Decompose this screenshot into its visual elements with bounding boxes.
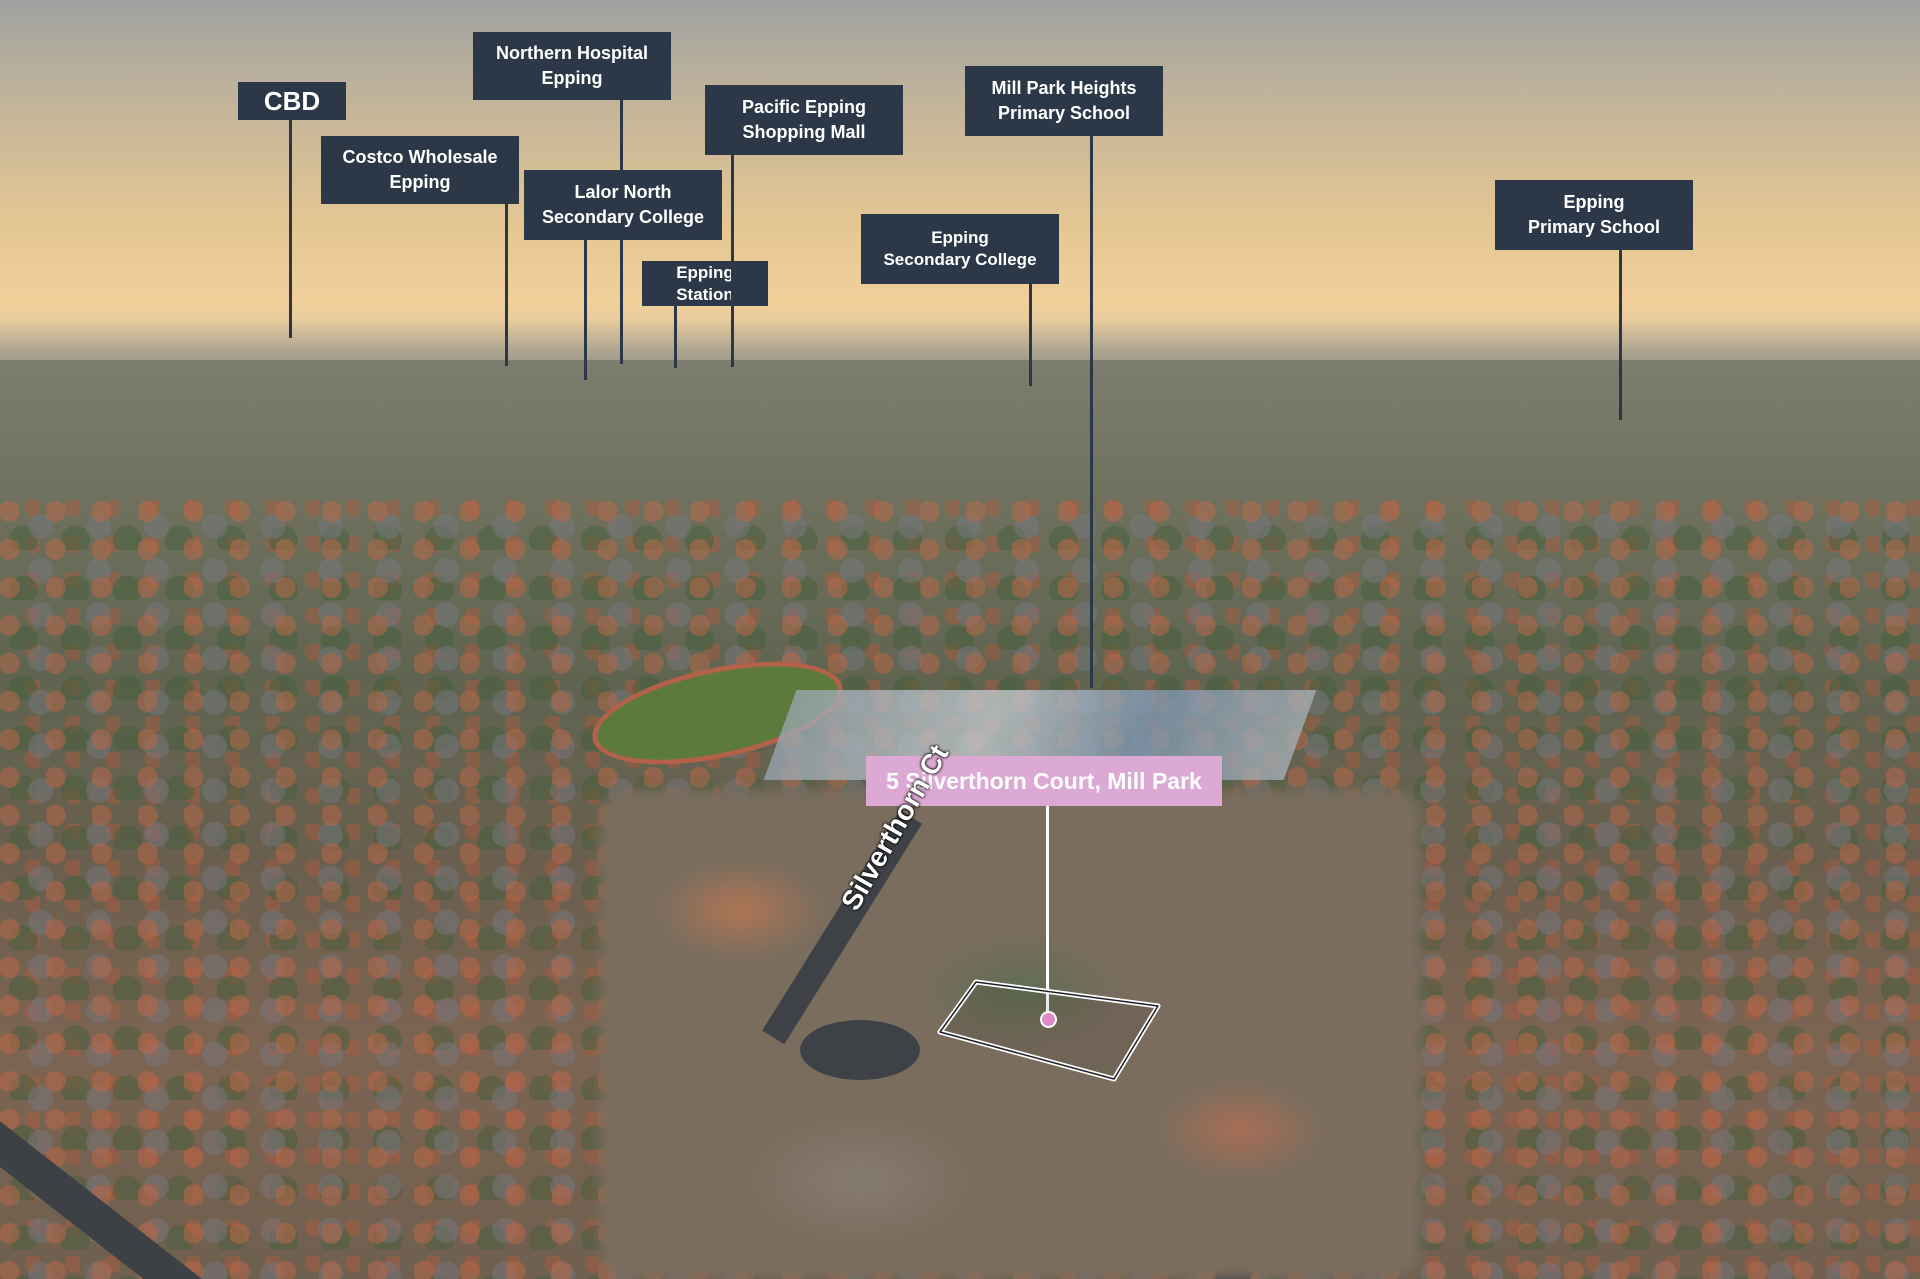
pin-lalor-north [584, 240, 587, 380]
label-lalor-north: Lalor North Secondary College [524, 170, 722, 240]
pin-epping-secondary [1029, 284, 1032, 386]
label-mill-park-heights: Mill Park Heights Primary School [965, 66, 1163, 136]
property-pin [1046, 806, 1049, 1016]
property-address-label: 5 Silverthorn Court, Mill Park [866, 756, 1222, 806]
label-costco: Costco Wholesale Epping [321, 136, 519, 204]
label-northern-hospital: Northern Hospital Epping [473, 32, 671, 100]
label-cbd: CBD [238, 82, 346, 120]
label-epping-primary: Epping Primary School [1495, 180, 1693, 250]
pin-cbd [289, 120, 292, 338]
pin-epping-station [674, 306, 677, 368]
property-lot-outline [937, 979, 1161, 1082]
label-epping-station: Epping Station [642, 261, 768, 306]
pin-mill-park-heights [1090, 136, 1093, 688]
label-epping-secondary: Epping Secondary College [861, 214, 1059, 284]
label-pacific-epping: Pacific Epping Shopping Mall [705, 85, 903, 155]
property-marker-dot [1040, 1011, 1057, 1028]
pin-pacific-epping [731, 155, 734, 367]
blurred-neighbourhood [600, 790, 1420, 1279]
pin-costco [505, 204, 508, 366]
pin-epping-primary [1619, 250, 1622, 420]
cul-de-sac [800, 1020, 920, 1080]
